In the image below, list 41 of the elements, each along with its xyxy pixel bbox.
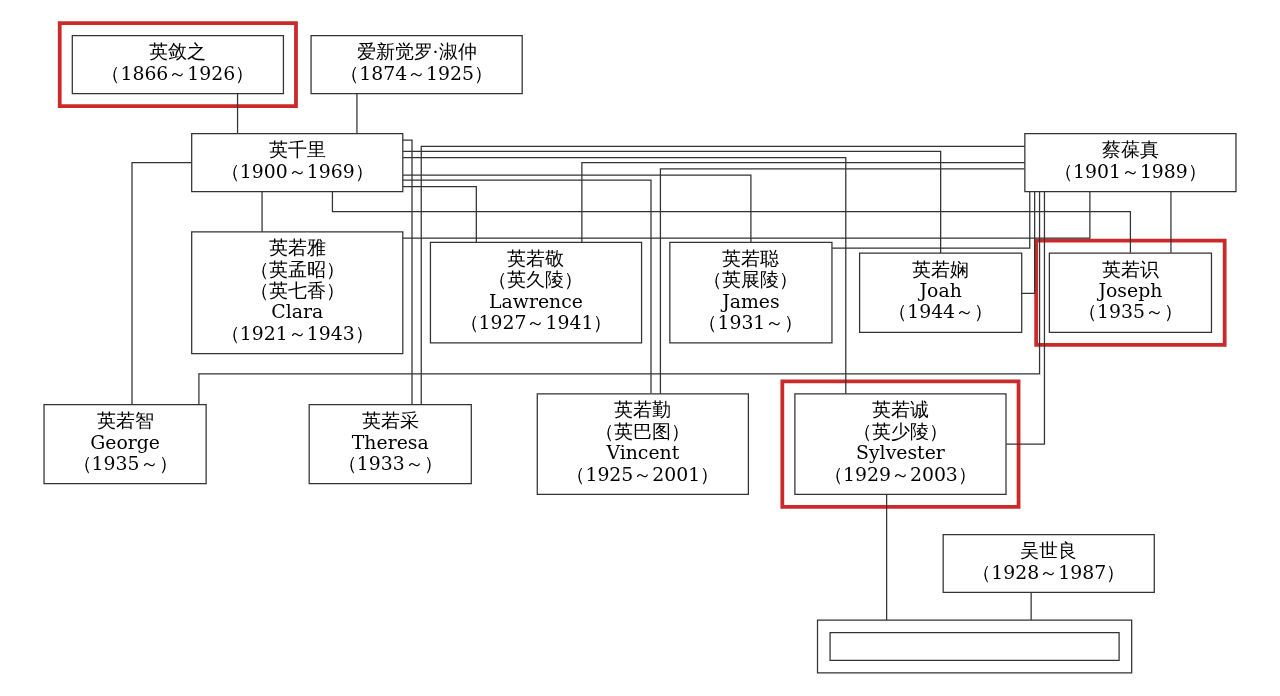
- node-box: 英若聪 （英展陵） James （1931～）: [669, 241, 833, 344]
- connector: [236, 93, 239, 135]
- connector: [402, 190, 1091, 239]
- connector: [402, 179, 652, 394]
- connector: [831, 190, 1031, 249]
- node-box: 英敛之 （1866～1926）: [71, 35, 285, 95]
- node-box: 英若智 George （1935～）: [43, 403, 207, 485]
- node-box: 英若敬 （英久陵） Lawrence （1927～1941）: [429, 241, 643, 344]
- node-box: 英若诚 （英少陵） Sylvester （1929～2003）: [794, 393, 1007, 496]
- cluster: [780, 379, 1021, 509]
- connector: [659, 168, 1025, 395]
- node-box: 英若识 Joseph （1935～）: [1048, 252, 1213, 333]
- node-box: 英若采 Theresa （1933～）: [308, 403, 472, 485]
- cluster: [1034, 238, 1227, 347]
- node-box: 英若娴 Joah （1944～）: [858, 252, 1023, 333]
- connector: [402, 139, 413, 405]
- connector: [420, 145, 1026, 405]
- cluster: [57, 21, 298, 108]
- connector: [581, 162, 1026, 244]
- node-box: 爱新觉罗·淑仲 （1874～1925）: [310, 35, 523, 95]
- cluster: [816, 619, 1133, 674]
- connector: [1170, 191, 1172, 254]
- node-box: [829, 632, 1120, 661]
- connector: [402, 157, 847, 395]
- connector: [198, 190, 1041, 406]
- connector: [1021, 191, 1036, 294]
- connector: [886, 494, 888, 621]
- node-box: 蔡葆真 （1901～1989）: [1024, 133, 1237, 193]
- node-box: 英若勤 （英巴图） Vincent （1925～2001）: [536, 393, 749, 496]
- connector: [331, 191, 1132, 254]
- connector: [261, 191, 263, 233]
- connector: [402, 174, 752, 243]
- connector: [1030, 591, 1032, 621]
- connector: [402, 150, 942, 254]
- node-box: 英若雅 （英孟昭） （英七香） Clara （1921～1943）: [191, 231, 404, 355]
- node-box: 吴世良 （1928～1987）: [942, 534, 1155, 594]
- connector: [131, 162, 193, 406]
- connector: [356, 93, 358, 135]
- connector: [402, 185, 477, 243]
- connector: [1005, 191, 1046, 445]
- node-box: 英千里 （1900～1969）: [191, 133, 404, 193]
